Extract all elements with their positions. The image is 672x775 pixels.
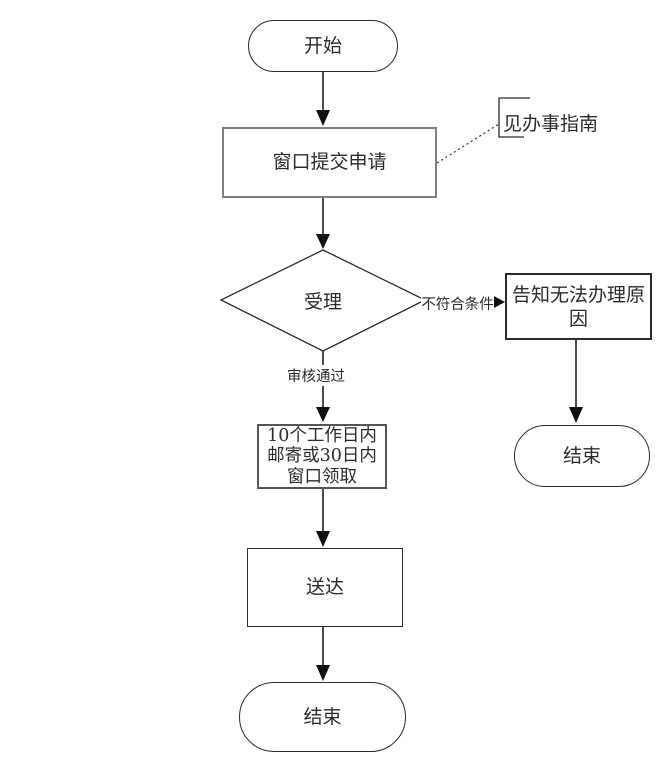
arrowhead-deliver-to-end-bottom <box>316 665 330 681</box>
arrowhead-decision-to-pickup <box>316 407 330 422</box>
pickup-node: 10个工作日内 邮寄或30日内 窗口领取 <box>257 424 387 489</box>
annotation-dotted-line <box>436 123 500 164</box>
approve-edge-label: 审核通过 <box>287 365 345 386</box>
end-right-node: 结束 <box>514 425 650 487</box>
inform-node: 告知无法办理原 因 <box>505 273 652 340</box>
arrowhead-decision-to-inform <box>492 295 505 309</box>
end-bottom-node: 结束 <box>239 682 406 752</box>
end-right-label: 结束 <box>562 444 601 467</box>
guide-note-label: 见办事指南 <box>503 113 599 135</box>
start-label: 开始 <box>303 34 342 57</box>
start-node: 开始 <box>248 20 398 72</box>
submit-node: 窗口提交申请 <box>222 127 437 198</box>
pickup-label-line-2: 邮寄或30日内 <box>267 446 377 467</box>
submit-label: 窗口提交申请 <box>272 151 387 173</box>
decision-label: 受理 <box>303 291 342 313</box>
end-bottom-label: 结束 <box>303 705 342 728</box>
pickup-label-line-3: 窗口领取 <box>287 466 357 487</box>
arrowhead-inform-to-end-right <box>569 407 583 423</box>
pickup-label-line-1: 10个工作日内 <box>267 425 377 446</box>
deliver-node: 送达 <box>247 548 403 627</box>
guide-note: 见办事指南 <box>503 109 598 136</box>
arrowhead-submit-to-decision <box>316 234 330 249</box>
inform-label-line-1: 告知无法办理原 <box>511 283 645 306</box>
annotation-bracket <box>498 97 530 138</box>
deliver-label: 送达 <box>305 576 344 598</box>
inform-label-line-2: 因 <box>568 307 588 330</box>
arrowhead-pickup-to-deliver <box>316 531 330 547</box>
reject-edge-label: 不符合条件 <box>421 293 494 314</box>
arrowhead-start-to-submit <box>316 110 330 126</box>
